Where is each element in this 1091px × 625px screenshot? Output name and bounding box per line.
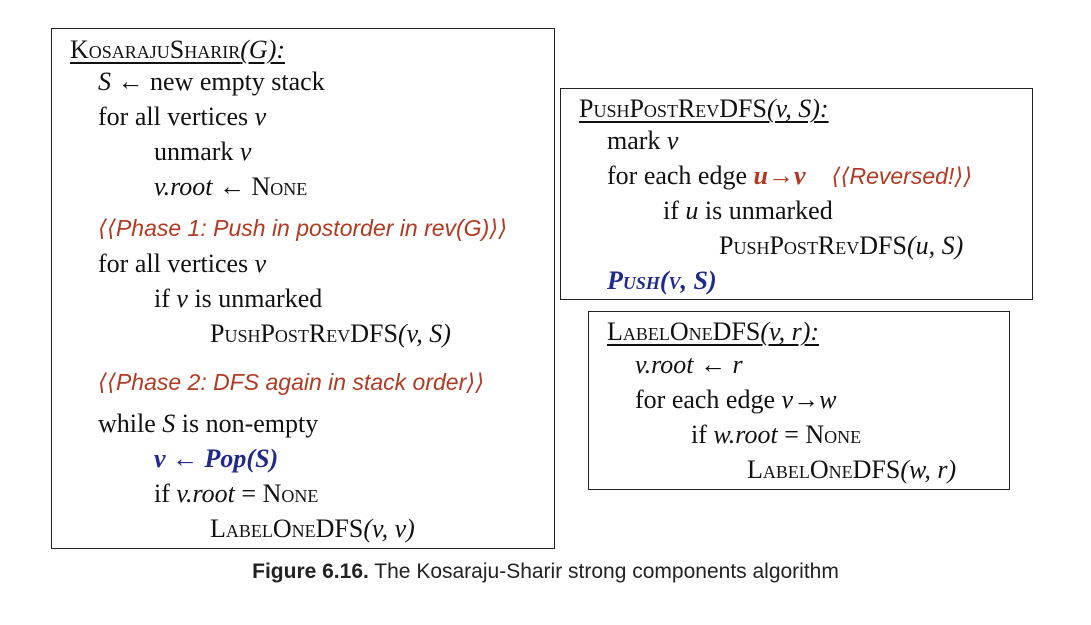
label-one-dfs-box: LabelOneDFS(v, r): v.root ← r for each e… [588, 311, 1010, 490]
kosaraju-sharir-title: KosarajuSharir(G): [70, 35, 286, 64]
root-none-line: v.root ← None [154, 172, 308, 201]
push-post-rev-dfs-box: PushPostRevDFS(v, S): mark v for each ed… [560, 88, 1033, 300]
while-nonempty-line: while S is non-empty [98, 409, 319, 438]
push-post-rev-dfs-call: PushPostRevDFS(v, S) [210, 319, 451, 348]
for-each-edge-line: for each edge v→w [635, 385, 837, 414]
recursive-label-call: LabelOneDFS(w, r) [747, 455, 957, 484]
figure-label: Figure 6.16. [252, 560, 369, 583]
label-one-dfs-call: LabelOneDFS(v, v) [210, 514, 415, 543]
phase-1-comment: ⟨⟨Phase 1: Push in postorder in rev(G)⟩⟩ [98, 215, 508, 241]
figure-caption-text: The Kosaraju-Sharir strong components al… [368, 560, 839, 583]
kosaraju-sharir-box: KosarajuSharir(G): S ← new empty stack f… [51, 28, 555, 549]
if-u-unmarked-line: if u is unmarked [663, 196, 833, 225]
label-one-dfs-title: LabelOneDFS(v, r): [607, 317, 820, 346]
if-root-none-line: if v.root = None [154, 479, 319, 508]
mark-line: mark v [607, 126, 679, 155]
if-w-root-none-line: if w.root = None [691, 420, 862, 449]
recursive-push-call: PushPostRevDFS(u, S) [719, 231, 964, 260]
for-each-edge-reversed-line: for each edge u→v⟨⟨Reversed!⟩⟩ [607, 161, 973, 190]
if-unmarked-line: if v is unmarked [154, 284, 323, 313]
push-post-rev-dfs-title: PushPostRevDFS(v, S): [579, 94, 829, 123]
phase-2-comment: ⟨⟨Phase 2: DFS again in stack order⟩⟩ [98, 369, 485, 395]
unmark-line: unmark v [154, 137, 252, 166]
for-all-vertices-line-1: for all vertices v [98, 102, 267, 131]
pop-line: v ← Pop(S) [154, 444, 279, 473]
for-all-vertices-line-2: for all vertices v [98, 249, 267, 278]
figure-caption: Figure 6.16. The Kosaraju-Sharir strong … [0, 560, 1091, 584]
stack-init-line: S ← new empty stack [98, 67, 325, 96]
root-assign-line: v.root ← r [635, 350, 743, 379]
push-line: Push(v, S) [607, 266, 717, 295]
